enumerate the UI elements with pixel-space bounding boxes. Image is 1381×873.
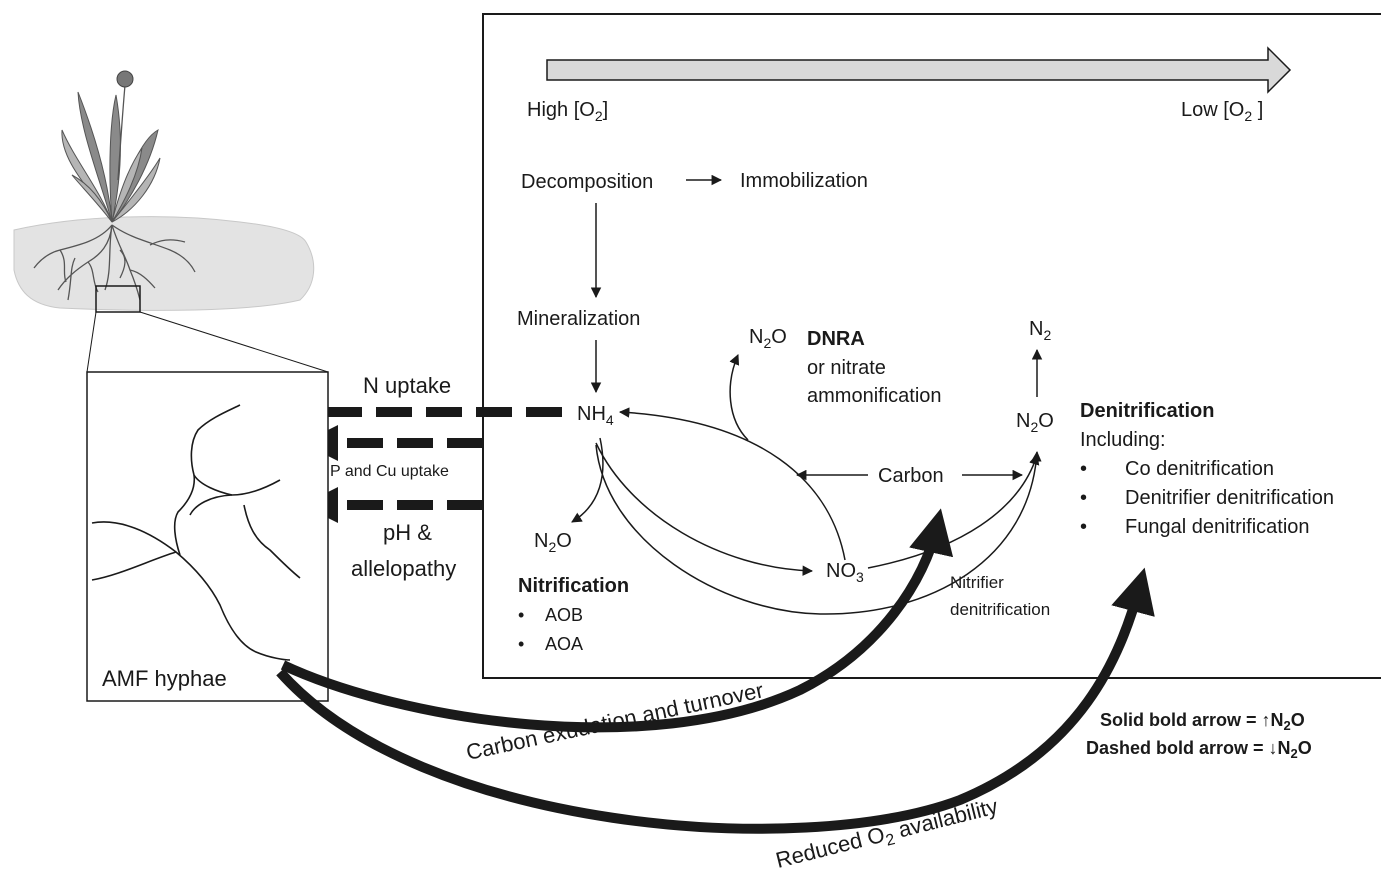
denitrification-bullet-2: •	[1080, 487, 1087, 509]
root-zoom-box	[95, 285, 141, 313]
nitrification-item-aoa: AOA	[545, 634, 583, 654]
nitrifier-denitrification-line2: denitrification	[950, 600, 1050, 619]
denitrification-item-denitrifier: Denitrifier denitrification	[1125, 487, 1334, 509]
amf-hyphae-label: AMF hyphae	[102, 666, 227, 691]
p-cu-uptake-label: P and Cu uptake	[330, 463, 449, 480]
no3-label: NO3	[826, 560, 864, 585]
denitrification-item-co: Co denitrification	[1125, 458, 1274, 480]
ph-label: pH &	[383, 520, 432, 545]
arrow-nh4-no3	[595, 442, 814, 576]
nitrification-item-aob: AOB	[545, 605, 583, 625]
arrow-nh4-nitrifier-denitrification	[595, 444, 1042, 615]
n2o-dnra-label: N2O	[749, 326, 787, 351]
dnra-line1: or nitrate	[807, 357, 886, 379]
nitrifier-denitrification-line1: Nitrifier	[950, 573, 1004, 592]
leaves	[61, 91, 161, 223]
dnra-title: DNRA	[807, 328, 865, 350]
n-uptake-label: N uptake	[363, 373, 451, 398]
dnra-line2: ammonification	[807, 385, 942, 407]
process-arrows	[571, 174, 1043, 615]
arrow-no3-n2o	[867, 453, 1040, 569]
amf-hyphae-box	[86, 371, 329, 702]
nitrification-bullet-2: •	[518, 634, 524, 654]
high-o2-label: High [O2]	[527, 99, 608, 124]
immobilization-label: Immobilization	[740, 170, 868, 192]
reduced-o2-label: Reduced O2 availability	[773, 793, 1001, 873]
n2-label: N2	[1029, 318, 1051, 343]
zoom-line-right	[139, 311, 329, 373]
denitrification-bullet-3: •	[1080, 516, 1087, 538]
n2o-nitrification-label: N2O	[534, 530, 572, 555]
nh4-label: NH4	[577, 403, 614, 428]
hyphae-lines	[91, 404, 301, 661]
decomposition-label: Decomposition	[521, 171, 653, 193]
denitrification-item-fungal: Fungal denitrification	[1125, 516, 1310, 538]
soil-patch	[13, 216, 315, 311]
denitrification-title: Denitrification	[1080, 400, 1214, 422]
zoom-line-left	[86, 311, 97, 373]
arrow-nh4-n2o-nitrification	[571, 437, 604, 523]
legend-dashed: Dashed bold arrow = ↓N2O	[1086, 738, 1312, 761]
arrow-no3-nh4-dnra	[618, 407, 846, 561]
nitrification-title: Nitrification	[518, 575, 629, 597]
solid-arrow-carbon-exudation	[280, 508, 954, 733]
low-o2-label: Low [O2 ]	[1181, 99, 1263, 124]
carbon-label: Carbon	[878, 465, 944, 487]
flower-head	[116, 70, 134, 88]
denitrification-bullet-1: •	[1080, 458, 1087, 480]
n2o-denitrification-label: N2O	[1016, 410, 1054, 435]
oxygen-gradient-arrow	[546, 46, 1292, 94]
allelopathy-label: allelopathy	[351, 556, 456, 581]
mineralization-label: Mineralization	[517, 308, 640, 330]
nitrification-bullet-1: •	[518, 605, 524, 625]
denitrification-subtitle: Including:	[1080, 429, 1166, 451]
uptake-arrows	[264, 407, 562, 510]
arrow-dnra-n2o	[729, 354, 749, 441]
plant-illustration	[13, 70, 329, 373]
solid-arrow-reduced-o2	[276, 567, 1155, 834]
cycle-box	[482, 13, 1381, 679]
legend-solid: Solid bold arrow = ↑N2O	[1100, 710, 1305, 733]
roots	[33, 224, 196, 301]
flower-stem	[117, 84, 126, 181]
